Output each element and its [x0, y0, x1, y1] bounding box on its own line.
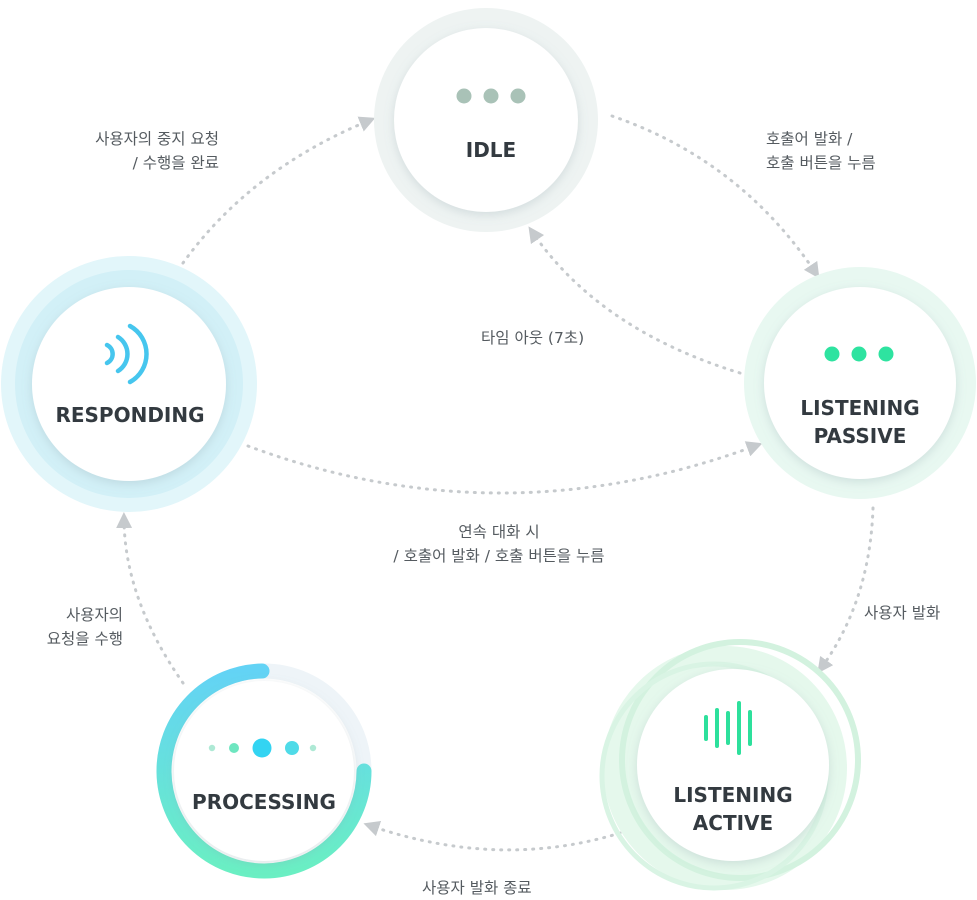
transition-label-line: 연속 대화 시: [458, 523, 540, 541]
waveform-icon: [704, 701, 752, 755]
connectors: [116, 114, 875, 852]
state-listening-passive-label-line1: LISTENING: [800, 396, 919, 420]
transition-label-listening-passive-to-listening-active: 사용자 발화: [864, 601, 940, 625]
connector-processing-to-responding: [116, 512, 185, 685]
processing-progress-ring: [156, 663, 372, 879]
connector-idle-to-listening-passive: [610, 114, 820, 279]
connector-listening-active-to-processing: [363, 821, 622, 852]
transition-label-line: 호출 버튼을 누름: [766, 154, 876, 172]
three-dots-icon: [456, 88, 526, 104]
processing-dots-icon: [208, 738, 317, 758]
connector-listening-passive-to-listening-active: [817, 506, 875, 674]
transition-label-line: 사용자 발화: [864, 604, 941, 622]
transition-label-idle-to-listening-passive: 호출어 발화 / 호출 버튼을 누름: [766, 127, 876, 175]
state-idle-label: IDLE: [466, 138, 516, 162]
transition-label-responding-to-listening-passive: 연속 대화 시 / 호출어 발화 / 호출 버튼을 누름: [337, 520, 661, 568]
transition-label-line: 호출어 발화 /: [766, 130, 853, 148]
transition-label-line: 사용자 발화 종료: [422, 879, 532, 897]
state-listening-passive-label-line2: PASSIVE: [814, 424, 907, 448]
transition-label-listening-active-to-processing: 사용자 발화 종료: [422, 876, 532, 900]
transition-label-listening-passive-to-idle: 타임 아웃 (7초): [481, 326, 584, 350]
three-dots-icon: [824, 346, 894, 362]
state-processing-label: PROCESSING: [192, 790, 336, 814]
transition-label-line: 타임 아웃 (7초): [481, 329, 585, 347]
transition-label-processing-to-responding: 사용자의 요청을 수행: [47, 603, 123, 651]
state-listening-active-label-line1: LISTENING: [673, 783, 792, 807]
state-responding: RESPONDING: [1, 256, 257, 512]
transition-label-line: 요청을 수행: [46, 630, 123, 648]
sound-waves-icon: [104, 323, 149, 385]
state-responding-label: RESPONDING: [55, 403, 204, 427]
connector-responding-to-listening-passive: [246, 441, 763, 495]
state-idle: IDLE: [374, 8, 598, 232]
state-listening-active-label-line2: ACTIVE: [693, 811, 773, 835]
transition-label-line: 사용자의 중지 요청: [95, 130, 219, 148]
transition-label-line: / 수행을 완료: [132, 154, 219, 172]
state-processing: PROCESSING: [156, 663, 372, 879]
transition-label-line: 사용자의: [65, 606, 123, 624]
transition-label-line: / 호출어 발화 / 호출 버튼을 누름: [393, 547, 605, 565]
connector-listening-passive-to-idle: [528, 226, 742, 375]
transition-label-responding-to-idle: 사용자의 중지 요청 / 수행을 완료: [95, 127, 219, 175]
state-listening-passive: LISTENING PASSIVE: [744, 267, 976, 499]
state-listening-active: LISTENING ACTIVE: [599, 639, 861, 891]
